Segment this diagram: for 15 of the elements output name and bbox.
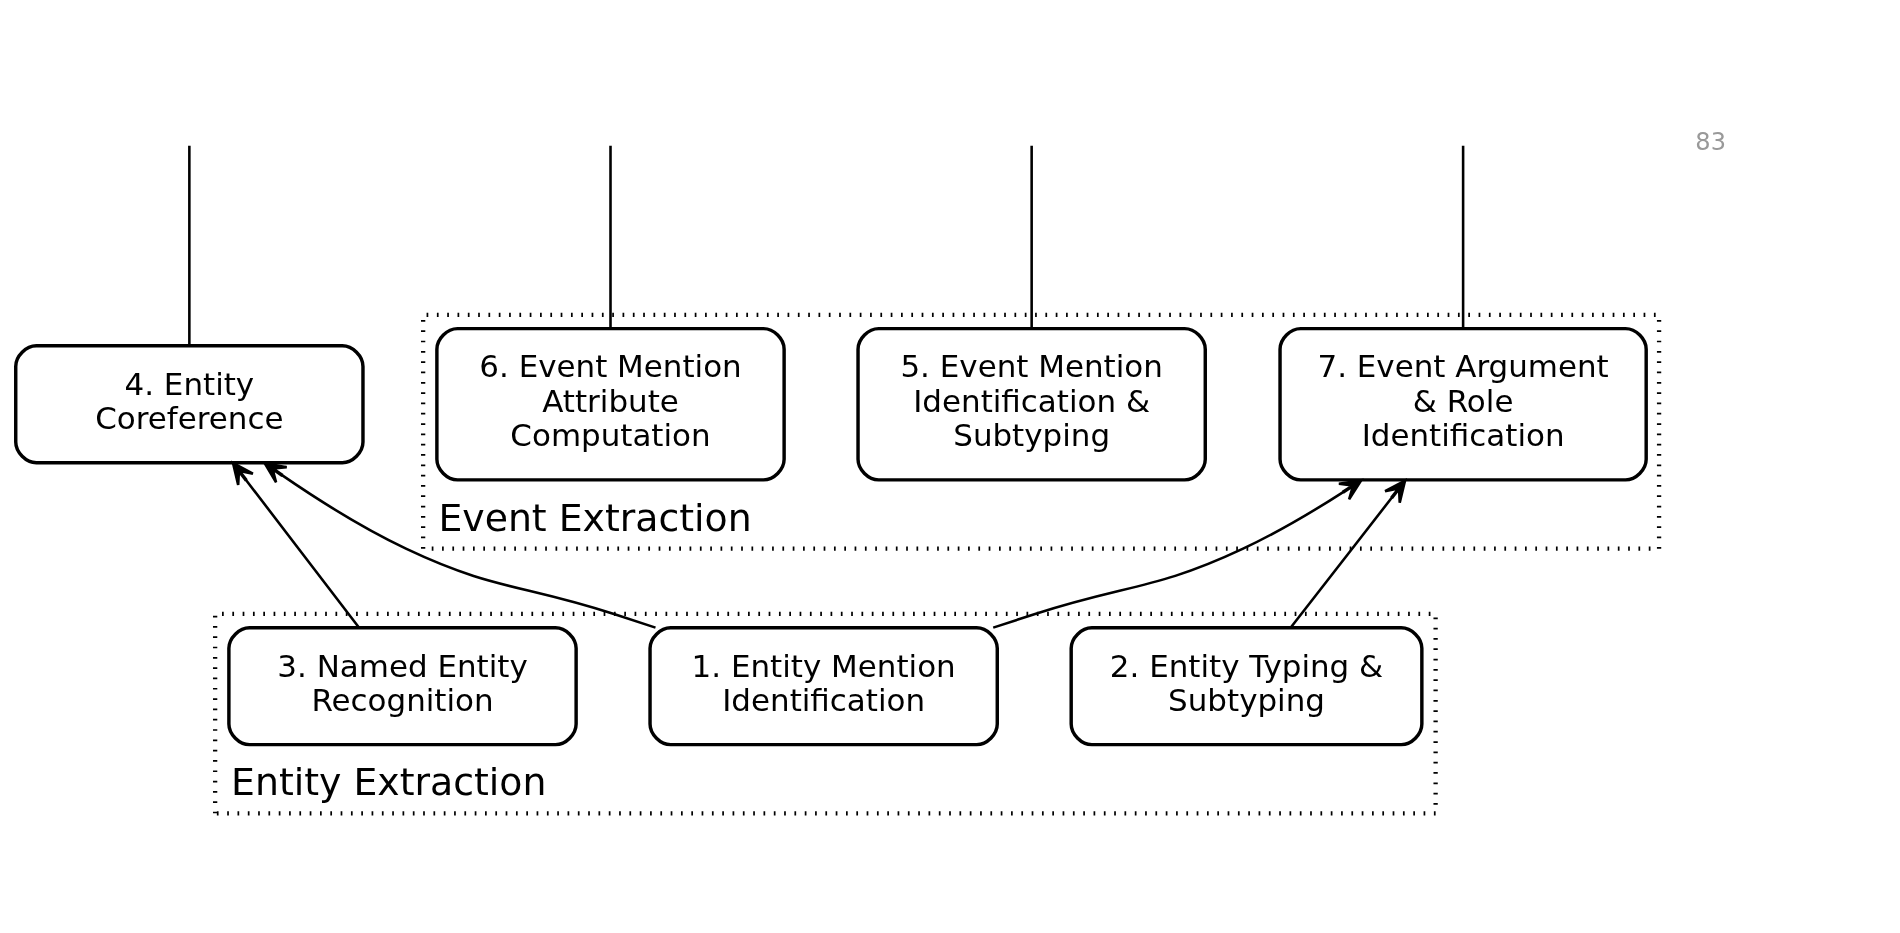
node-box: 1. Entity Mention Identification [648, 625, 999, 746]
arrow [1289, 478, 1407, 628]
connector [188, 145, 191, 346]
connector [1461, 145, 1465, 328]
connector [1030, 145, 1033, 328]
node-box: 5. Event Mention Identification & Subtyping [856, 326, 1207, 482]
node-box: 4. Entity Coreference [14, 343, 365, 464]
node-box: 2. Entity Typing & Subtyping [1069, 625, 1424, 746]
connector [609, 145, 612, 328]
node-box: 3. Named Entity Recognition [227, 625, 578, 746]
label: 83 [1695, 127, 1726, 156]
node-box: 7. Event Argument & Role Identification [1278, 326, 1648, 482]
arrow [992, 478, 1363, 629]
arrow [263, 461, 656, 629]
node-box: 6. Event Mention Attribute Computation [435, 326, 786, 482]
